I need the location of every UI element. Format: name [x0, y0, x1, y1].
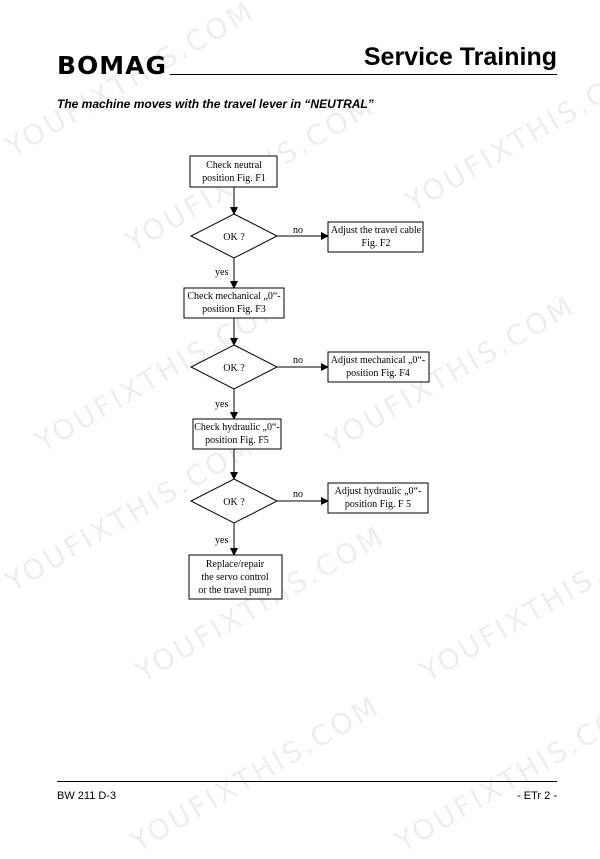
no-label: no — [293, 355, 303, 366]
step-box-check-neutral: Check neutral position Fig. F1 — [189, 155, 278, 188]
brand-logo: BOMAG — [57, 51, 168, 80]
svg-text:position Fig. F 5: position Fig. F 5 — [345, 499, 411, 510]
svg-text:the servo control: the servo control — [201, 572, 268, 583]
action-box-adjust-travel-cable: Adjust the travel cable Fig. F2 — [327, 221, 424, 253]
decision-diamond-3: OK ? — [189, 478, 279, 524]
action-box-adjust-mechanical: Adjust mechanical „0“- position Fig. F4 — [327, 351, 430, 383]
yes-label: yes — [215, 535, 228, 546]
svg-text:OK ?: OK ? — [223, 497, 245, 508]
decision-diamond-2: OK ? — [189, 344, 279, 390]
svg-text:Adjust the travel cable: Adjust the travel cable — [331, 225, 422, 236]
yes-label: yes — [215, 399, 228, 410]
page-header-title: Service Training — [363, 43, 557, 71]
step-box-replace-repair: Replace/repair the servo control or the … — [188, 554, 283, 600]
svg-text:OK ?: OK ? — [223, 232, 245, 243]
header-divider — [170, 74, 557, 75]
page-subtitle: The machine moves with the travel lever … — [57, 97, 374, 111]
svg-text:Replace/repair: Replace/repair — [206, 559, 265, 570]
svg-text:position Fig. F3: position Fig. F3 — [202, 304, 266, 315]
svg-text:Check neutral: Check neutral — [206, 160, 262, 171]
footer-divider — [57, 781, 557, 782]
footer-model: BW 211 D-3 — [57, 790, 117, 802]
svg-text:Check mechanical „0“-: Check mechanical „0“- — [187, 291, 280, 302]
svg-text:Adjust mechanical „0“-: Adjust mechanical „0“- — [331, 355, 425, 366]
svg-text:position Fig. F1: position Fig. F1 — [202, 173, 266, 184]
footer-page-number: - ETr 2 - — [517, 790, 557, 802]
step-box-check-mechanical: Check mechanical „0“- position Fig. F3 — [183, 287, 285, 319]
yes-label: yes — [215, 267, 228, 278]
svg-text:position Fig. F5: position Fig. F5 — [205, 435, 269, 446]
svg-text:Adjust hydraulic „0“-: Adjust hydraulic „0“- — [335, 486, 422, 497]
svg-text:or the travel pump: or the travel pump — [198, 585, 272, 596]
svg-text:position Fig. F4: position Fig. F4 — [346, 368, 410, 379]
action-box-adjust-hydraulic: Adjust hydraulic „0“- position Fig. F 5 — [327, 482, 429, 514]
svg-text:Fig. F2: Fig. F2 — [362, 238, 391, 249]
svg-text:Check hydraulic „0“-: Check hydraulic „0“- — [194, 422, 280, 433]
no-label: no — [293, 489, 303, 500]
no-label: no — [293, 225, 303, 236]
svg-text:OK ?: OK ? — [223, 363, 245, 374]
decision-diamond-1: OK ? — [189, 213, 279, 259]
step-box-check-hydraulic: Check hydraulic „0“- position Fig. F5 — [192, 418, 282, 450]
